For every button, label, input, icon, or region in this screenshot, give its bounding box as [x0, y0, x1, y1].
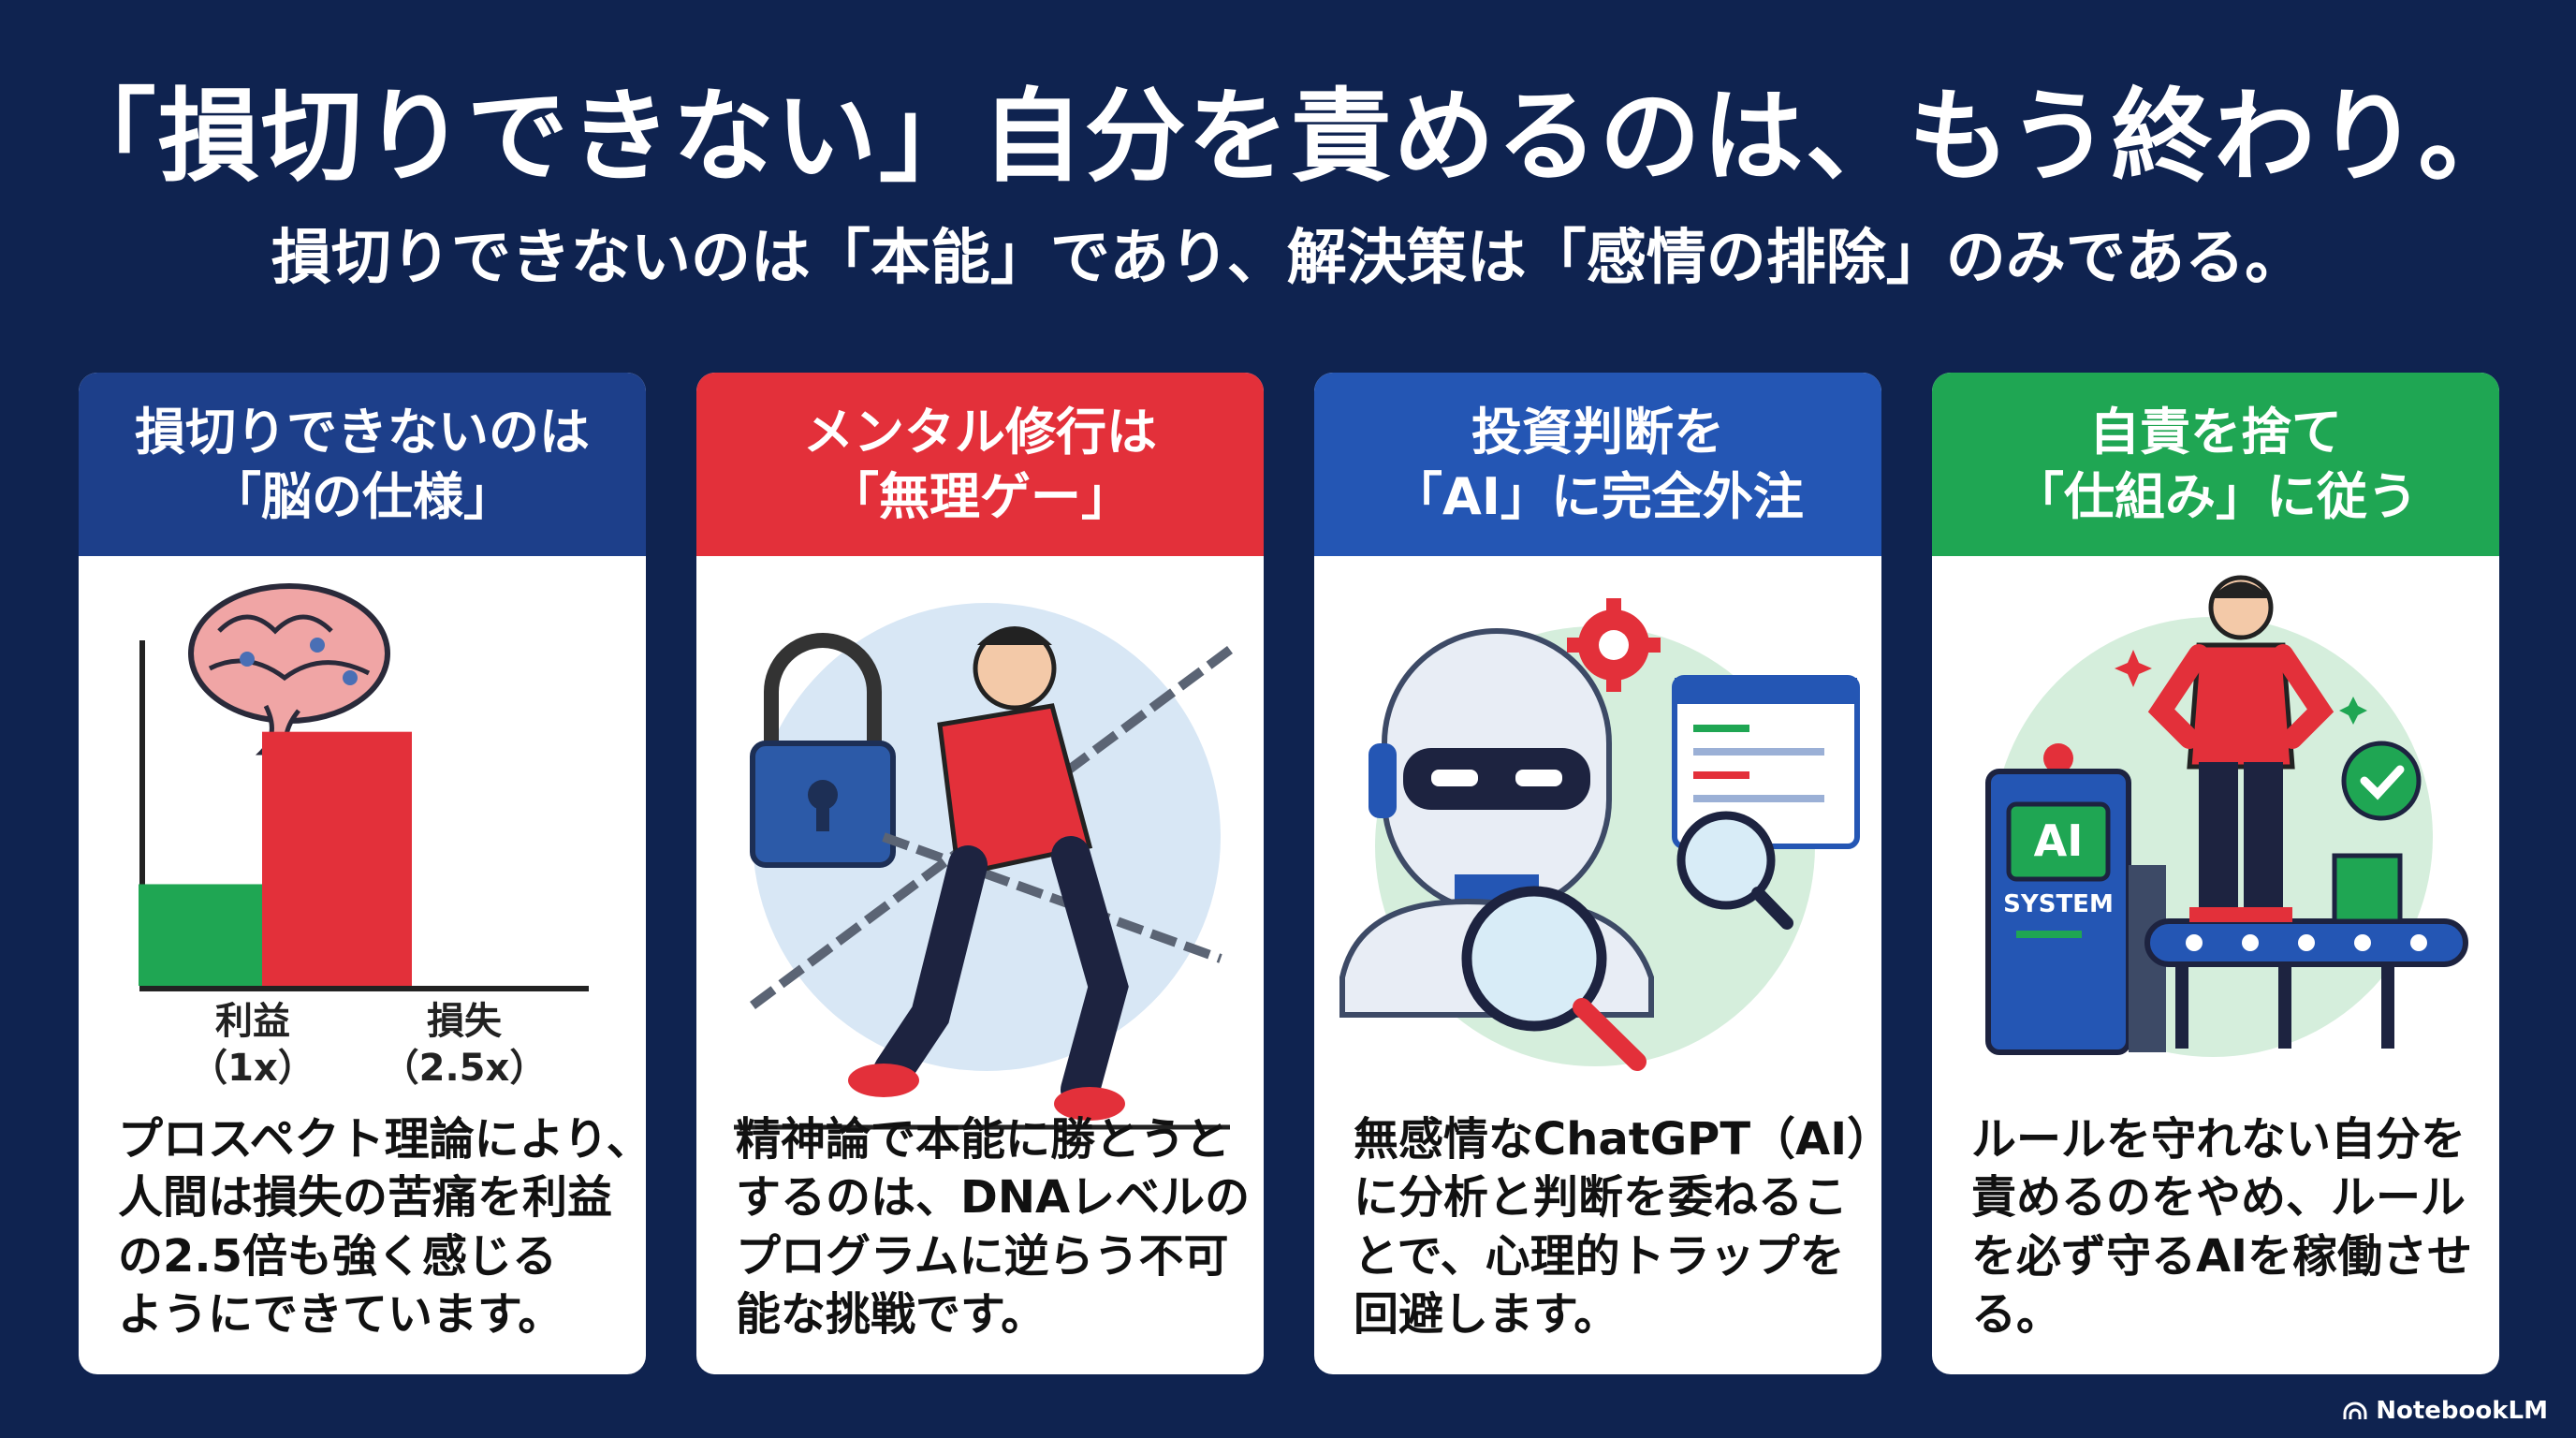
system-label: SYSTEM	[2003, 890, 2114, 918]
conveyor-icon	[2144, 853, 2468, 1049]
card-body-line: を必ず守るAIを稼働させ	[1971, 1229, 2473, 1283]
card-body-line: するのは、DNAレベルの	[736, 1171, 1251, 1225]
brand-label: NotebookLM	[2376, 1397, 2548, 1425]
card-header-line: 「脳の仕様」	[211, 467, 514, 526]
card-header: 損切りできないのは 「脳の仕様」	[79, 373, 646, 556]
card-body-line: とで、心理的トラップを	[1354, 1229, 1845, 1283]
card-header: 投資判断を 「AI」に完全外注	[1314, 373, 1881, 556]
bar-label-category: 利益	[215, 1000, 290, 1043]
struggling-person-icon	[848, 626, 1129, 1121]
bar-label-category: 損失	[427, 1000, 502, 1043]
magnifier-icon	[1461, 811, 1793, 1071]
card-body-line: ようにできています。	[118, 1288, 564, 1342]
card-mental-training: メンタル修行は 「無理ゲー」 精神論で本能に勝とうと するの	[696, 373, 1264, 1374]
ai-robot-illustration	[1339, 598, 1860, 1071]
card-body-line: 人間は損失の苦痛を利益	[118, 1171, 613, 1225]
bar-label-gain: 利益 （1x）	[168, 998, 337, 1092]
card-body-line: プログラムに逆らう不可	[736, 1229, 1229, 1283]
card-body-line: 無感情なChatGPT（AI）	[1354, 1113, 1881, 1166]
card-header-line: 損切りできないのは	[135, 402, 590, 462]
chart-bars	[139, 731, 412, 986]
card-brain-spec: 損切りできないのは 「脳の仕様」 利益 （1x） 損失 （2.5x） プロスペク…	[79, 373, 646, 1374]
sparkle-icon	[2115, 650, 2367, 725]
card-header-line: メンタル修行は	[803, 402, 1157, 462]
card-body: ルールを守れない自分を 責めるのをやめ、ルール を必ず守るAIを稼働させ る。	[1971, 1110, 2477, 1344]
brain-icon	[188, 583, 390, 756]
card-body-line: ルールを守れない自分を	[1971, 1113, 2466, 1166]
page-title: 「損切りできない」自分を責めるのは、もう終わり。	[54, 79, 2522, 196]
check-icon	[2341, 741, 2422, 821]
card-body-line: 能な挑戦です。	[736, 1288, 1046, 1342]
ai-system-illustration: AI SYSTEM	[1985, 575, 2468, 1057]
card-body-line: 精神論で本能に勝とうと	[736, 1113, 1231, 1166]
card-header-line: 投資判断を	[1471, 402, 1724, 462]
padlock-icon	[750, 633, 896, 868]
bar-label-loss: 損失 （2.5x）	[380, 998, 549, 1092]
card-body-line: る。	[1971, 1288, 2062, 1342]
ai-label: AI	[2034, 815, 2084, 866]
card-body-line: プロスペクト理論により、	[118, 1113, 646, 1166]
bar-label-note: （2.5x）	[381, 1047, 548, 1090]
card-body: 精神論で本能に勝とうと するのは、DNAレベルの プログラムに逆らう不可 能な挑…	[736, 1110, 1251, 1344]
card-body: 無感情なChatGPT（AI） に分析と判断を委ねるこ とで、心理的トラップを …	[1354, 1110, 1881, 1344]
card-body-line: の2.5倍も強く感じる	[118, 1229, 558, 1283]
ai-machine-icon: AI SYSTEM	[1985, 743, 2166, 1055]
card-body-line: 回避します。	[1354, 1288, 1619, 1342]
card-header-line: 「無理ゲー」	[828, 467, 1132, 526]
standing-person-icon	[2147, 575, 2334, 922]
card-body: プロスペクト理論により、 人間は損失の苦痛を利益 の2.5倍も強く感じる ように…	[118, 1110, 646, 1344]
chained-person-illustration	[734, 603, 1233, 1130]
card-header-line: 自責を捨て	[2089, 402, 2342, 462]
card-body-line: に分析と判断を委ねるこ	[1354, 1171, 1849, 1225]
card-header: メンタル修行は 「無理ゲー」	[696, 373, 1264, 556]
brand-badge: NotebookLM	[2342, 1397, 2548, 1425]
card-body-line: 責めるのをやめ、ルール	[1971, 1171, 2466, 1225]
gear-icon	[1567, 598, 1661, 692]
card-ai-outsourcing: 投資判断を 「AI」に完全外注	[1314, 373, 1881, 1374]
bar-loss	[262, 731, 412, 986]
dashboard-screen-icon	[1672, 675, 1860, 849]
notebooklm-logo-icon	[2343, 1401, 2367, 1419]
loss-gain-bar-chart	[139, 583, 589, 991]
card-header: 自責を捨て 「仕組み」に従う	[1932, 373, 2499, 556]
bar-label-note: （1x）	[190, 1047, 315, 1090]
card-header-line: 「AI」に完全外注	[1392, 467, 1804, 526]
card-system-follow: 自責を捨て 「仕組み」に従う AI SYSTEM	[1932, 373, 2499, 1374]
page-subtitle: 損切りできないのは「本能」であり、解決策は「感情の排除」のみである。	[271, 224, 2305, 293]
card-header-line: 「仕組み」に従う	[2013, 467, 2418, 526]
